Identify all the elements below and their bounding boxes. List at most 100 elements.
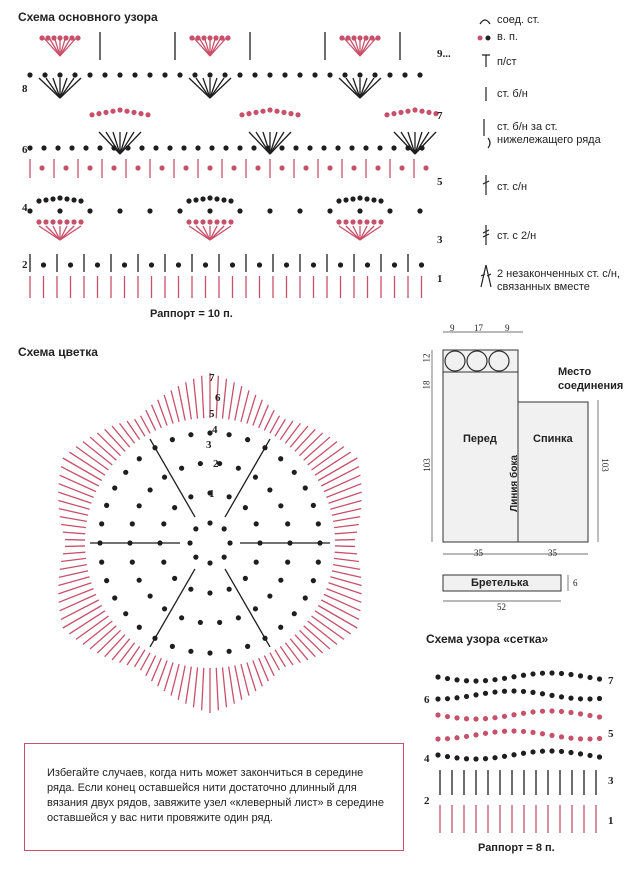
chain-stitch-icon xyxy=(207,590,213,596)
stitch-mark xyxy=(139,652,151,671)
chain-stitch-icon xyxy=(375,165,381,171)
stitch-mark xyxy=(209,225,218,241)
chain-stitch-icon xyxy=(435,712,441,718)
chain-stitch-icon xyxy=(169,643,175,649)
dim-label: 9 xyxy=(450,323,455,333)
chain-stitch-icon xyxy=(454,695,460,701)
flower-row-label: 3 xyxy=(206,439,212,451)
chain-stitch-icon xyxy=(473,732,479,738)
chain-stitch-icon xyxy=(463,756,470,762)
mesh-row-label: 3 xyxy=(608,775,614,787)
chain-stitch-icon xyxy=(558,734,565,740)
chain-stitch-icon xyxy=(312,72,318,78)
stitch-mark xyxy=(307,620,338,645)
chain-stitch-icon xyxy=(27,208,33,214)
stitch-mark xyxy=(269,652,281,671)
chain-stitch-icon xyxy=(587,696,593,702)
chain-stitch-icon xyxy=(104,578,110,584)
chain-stitch-icon xyxy=(492,729,498,735)
chain-stitch-icon xyxy=(530,689,536,695)
chain-stitch-icon xyxy=(139,145,145,151)
chain-stitch-icon xyxy=(371,197,377,203)
chain-stitch-icon xyxy=(102,72,108,78)
stitch-mark xyxy=(359,35,379,57)
chain-stitch-icon xyxy=(229,262,236,268)
chain-stitch-icon xyxy=(549,748,555,754)
stitch-mark xyxy=(240,663,250,696)
stitch-mark xyxy=(215,375,220,419)
stitch-mark xyxy=(195,77,211,99)
chain-stitch-icon xyxy=(42,72,48,78)
chain-stitch-icon xyxy=(327,208,333,214)
main-row-label: 2 xyxy=(22,259,28,271)
chain-stitch-icon xyxy=(384,112,390,118)
chain-stitch-icon xyxy=(239,112,245,118)
stitch-mark xyxy=(284,642,301,664)
chain-stitch-icon xyxy=(482,730,489,736)
chain-stitch-icon xyxy=(307,145,313,151)
stitch-mark xyxy=(294,428,316,452)
chain-stitch-icon xyxy=(402,72,408,78)
stitch-mark xyxy=(104,634,126,658)
stitch-mark xyxy=(145,409,157,431)
flower-row-label: 1 xyxy=(209,488,215,500)
stitch-mark xyxy=(68,451,106,476)
chain-stitch-icon xyxy=(568,695,574,701)
chain-stitch-icon xyxy=(364,262,371,268)
stitch-mark xyxy=(345,77,361,99)
stitch-mark xyxy=(269,131,278,155)
chain-stitch-icon xyxy=(99,559,105,565)
stitch-mark xyxy=(240,390,250,423)
chain-stitch-icon xyxy=(207,72,213,78)
stitch-mark xyxy=(209,35,229,57)
chain-stitch-icon xyxy=(96,111,102,117)
stitch-mark xyxy=(311,446,345,471)
dim-label: 103 xyxy=(421,458,432,472)
chain-stitch-icon xyxy=(279,145,285,151)
chain-stitch-icon xyxy=(372,72,378,78)
chain-stitch-icon xyxy=(213,35,219,41)
stitch-mark xyxy=(331,570,362,579)
chain-stitch-icon xyxy=(454,715,460,721)
stitch-mark xyxy=(96,432,122,457)
stitch-mark xyxy=(188,225,211,241)
stitch-mark xyxy=(263,655,275,677)
chain-stitch-icon xyxy=(192,72,198,78)
chain-stitch-icon xyxy=(501,753,508,759)
stitch-mark xyxy=(269,415,281,434)
stitch-mark xyxy=(38,225,61,241)
stitch-mark xyxy=(62,457,103,482)
chain-stitch-icon xyxy=(197,619,203,626)
chain-stitch-icon xyxy=(596,714,603,720)
dim-label: 35 xyxy=(474,548,483,558)
chain-stitch-icon xyxy=(228,198,234,204)
chain-stitch-icon xyxy=(568,749,574,756)
chain-stitch-icon xyxy=(520,672,527,678)
chain-stitch-icon xyxy=(364,219,370,225)
chain-stitch-icon xyxy=(231,165,237,171)
chain-stitch-icon xyxy=(444,675,451,682)
chain-stitch-icon xyxy=(336,219,342,225)
stitch-mark xyxy=(119,422,136,444)
chain-stitch-icon xyxy=(444,753,451,760)
chain-stitch-icon xyxy=(50,196,56,202)
chain-stitch-icon xyxy=(169,437,175,443)
chain-stitch-icon xyxy=(357,219,363,225)
chain-stitch-icon xyxy=(473,692,479,698)
chain-stitch-icon xyxy=(419,145,425,151)
strap-label: Бретелька xyxy=(471,577,529,589)
stitch-mark xyxy=(149,438,196,518)
chain-stitch-icon xyxy=(43,197,49,203)
stitch-mark xyxy=(150,404,162,429)
chain-stitch-icon xyxy=(426,109,432,115)
chain-stitch-icon xyxy=(288,111,294,117)
chain-stitch-icon xyxy=(183,165,189,171)
chain-stitch-icon xyxy=(265,145,271,151)
stitch-mark xyxy=(314,451,352,476)
stitch-mark xyxy=(328,582,362,595)
chain-stitch-icon xyxy=(482,690,489,696)
stitch-mark xyxy=(334,551,358,555)
chain-stitch-icon xyxy=(549,692,555,698)
chain-stitch-icon xyxy=(64,196,70,202)
chain-stitch-icon xyxy=(587,712,593,719)
